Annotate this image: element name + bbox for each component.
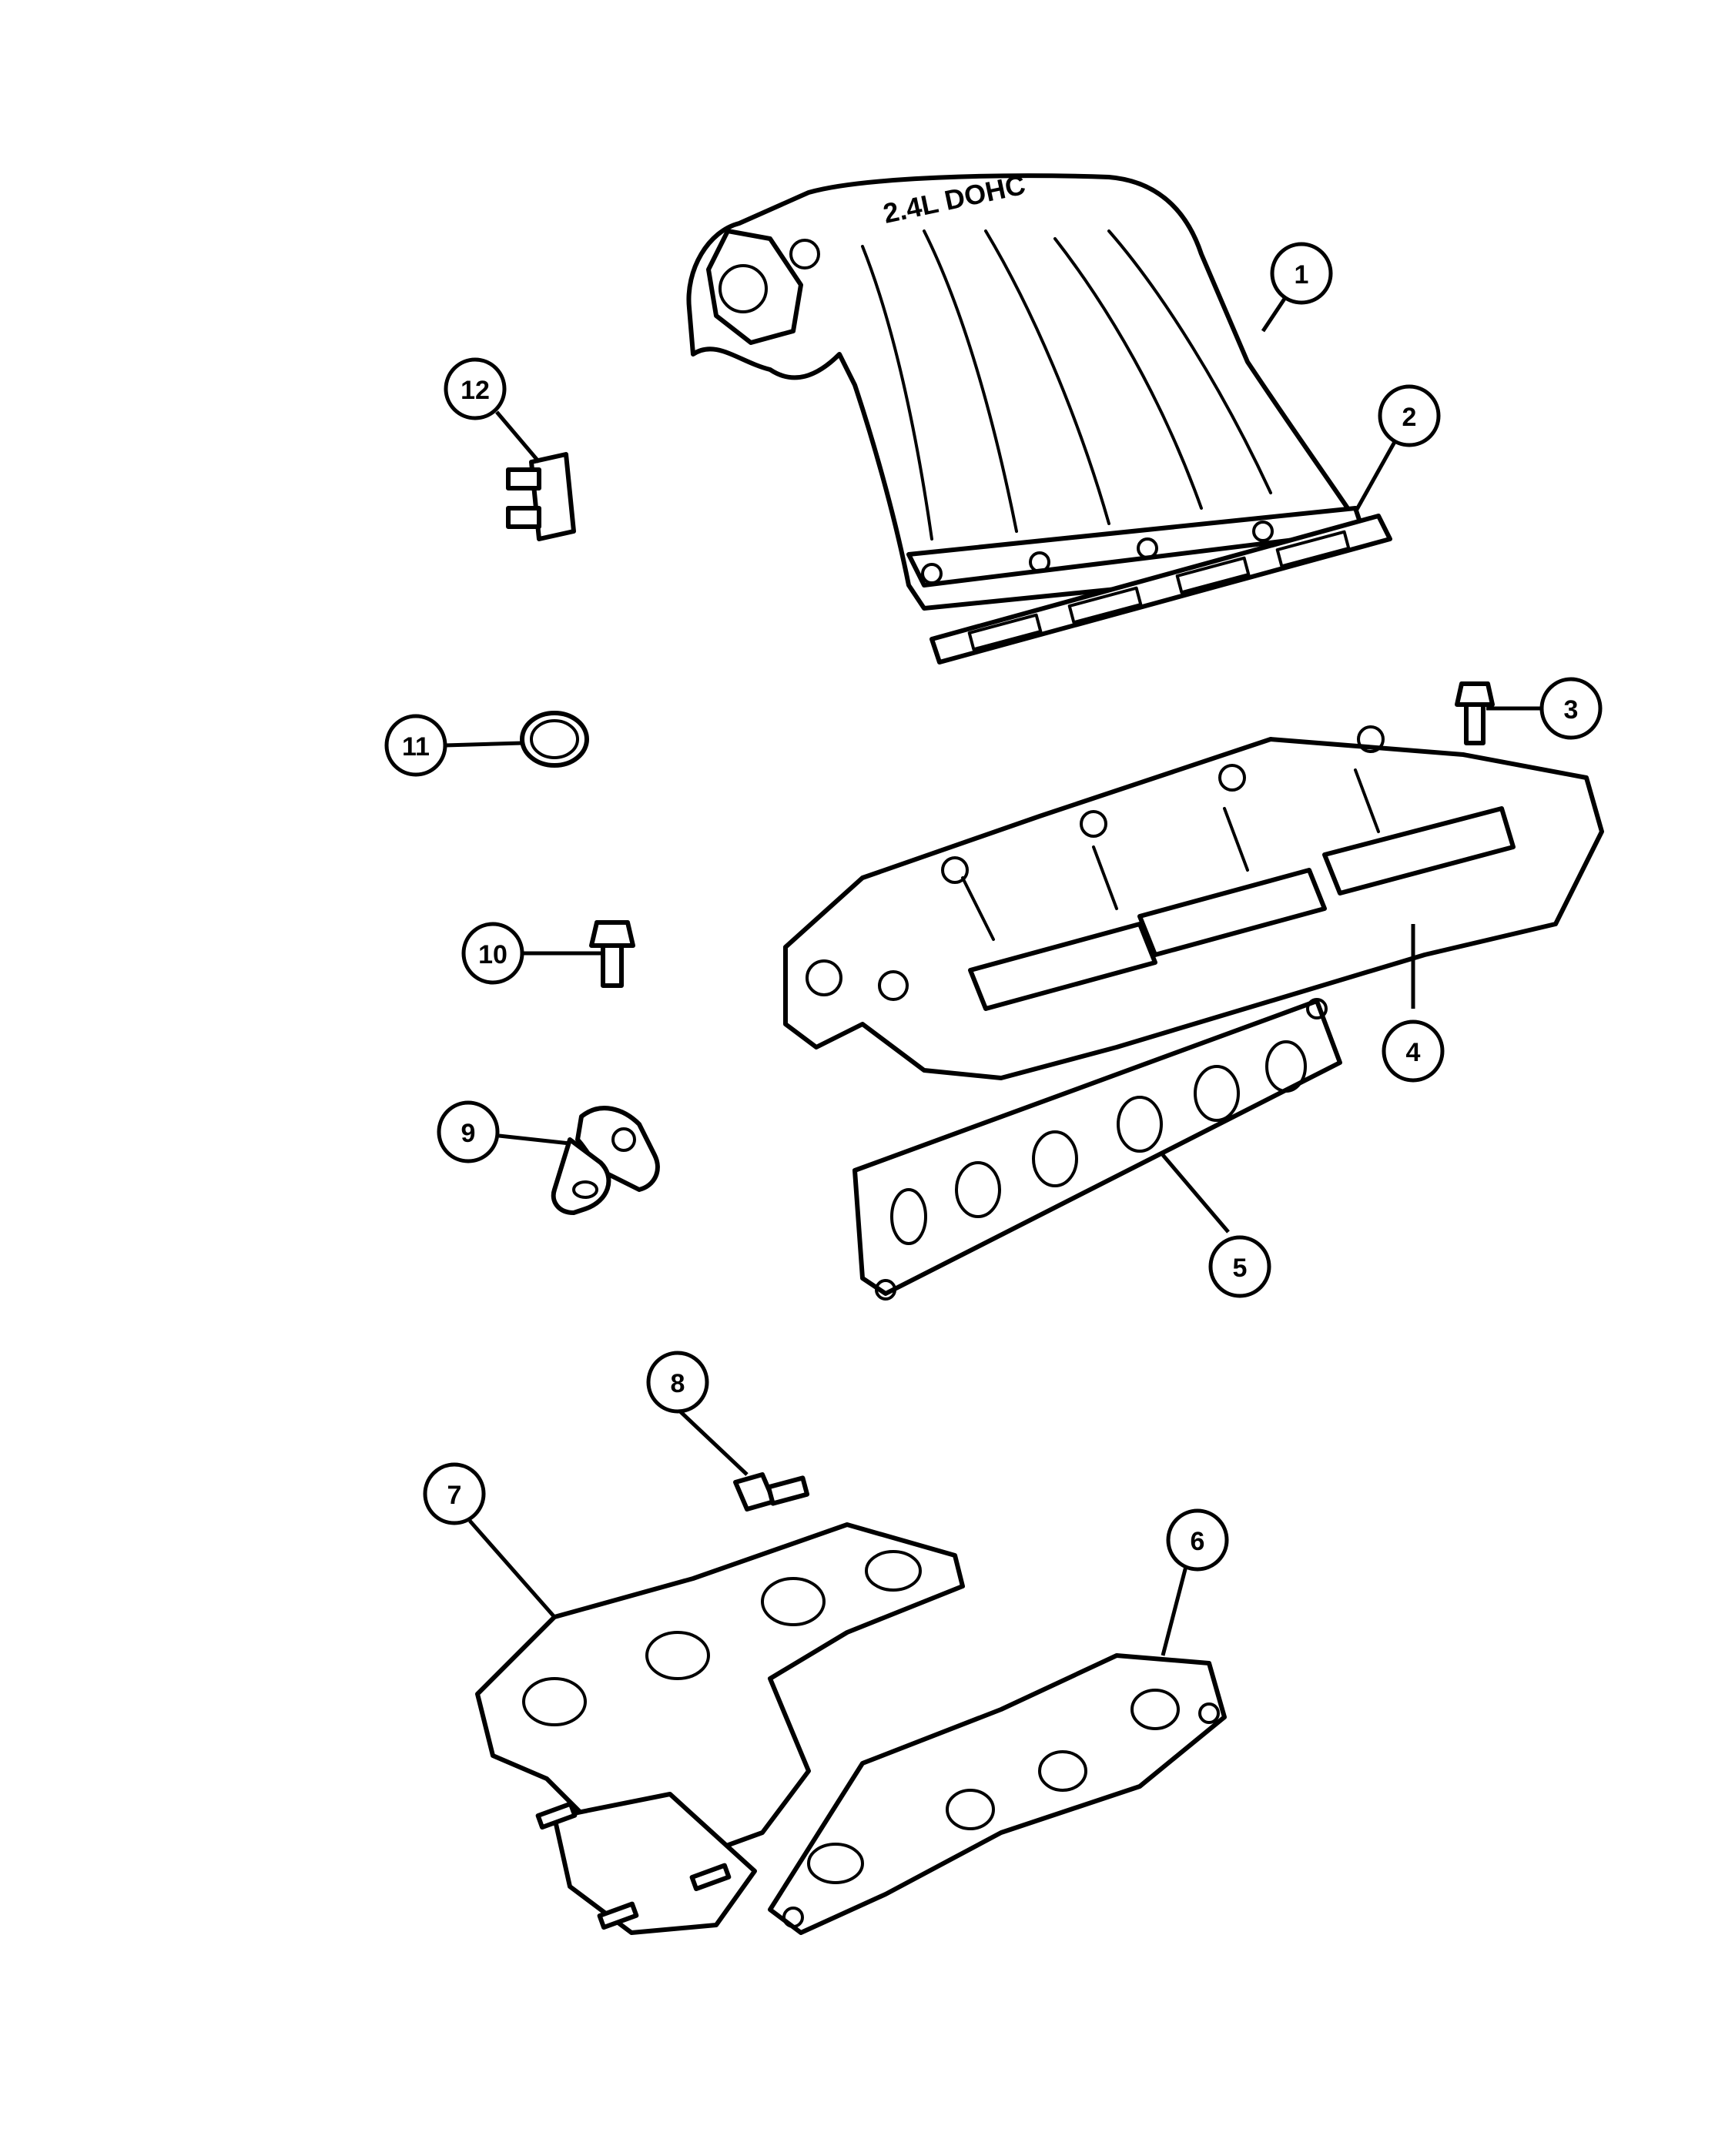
callout-1-label: 1 <box>1295 260 1309 290</box>
upper-manifold-gasket <box>929 514 1392 665</box>
o-ring <box>520 711 589 768</box>
manifold-bolt <box>1455 681 1495 745</box>
callout-9: 9 <box>437 1100 500 1163</box>
callout-4: 4 <box>1382 1019 1445 1083</box>
exhaust-manifold-gasket <box>768 1653 1227 1935</box>
lower-manifold-gasket <box>852 998 1342 1301</box>
callout-11: 11 <box>384 714 447 777</box>
sensor-valve <box>506 452 576 541</box>
callout-6-label: 6 <box>1191 1527 1205 1556</box>
callout-6: 6 <box>1166 1508 1229 1572</box>
exhaust-manifold <box>475 1522 965 1935</box>
callout-10-label: 10 <box>478 940 507 969</box>
callout-9-label: 9 <box>461 1119 476 1148</box>
lower-intake-manifold <box>783 725 1604 1080</box>
callout-3-label: 3 <box>1564 695 1579 725</box>
exhaust-bolt <box>733 1472 810 1512</box>
callout-5-label: 5 <box>1233 1254 1248 1283</box>
callout-8-label: 8 <box>671 1369 685 1398</box>
callout-7-label: 7 <box>447 1481 462 1510</box>
upper-intake-manifold: 2.4L DOHC <box>686 169 1365 611</box>
callout-8: 8 <box>646 1351 709 1414</box>
callout-2: 2 <box>1378 384 1441 447</box>
callout-1: 1 <box>1270 242 1333 305</box>
leader-lines <box>444 272 1540 1656</box>
callout-2-label: 2 <box>1402 403 1417 432</box>
bracket-bolt <box>589 920 635 988</box>
callout-10: 10 <box>461 922 524 985</box>
callout-3: 3 <box>1539 677 1603 740</box>
callout-12-label: 12 <box>461 376 490 405</box>
callout-12: 12 <box>444 357 507 420</box>
callout-4-label: 4 <box>1406 1038 1421 1067</box>
bracket <box>551 1106 660 1215</box>
callout-7: 7 <box>423 1462 486 1525</box>
callout-5: 5 <box>1208 1235 1271 1298</box>
callout-11-label: 11 <box>402 732 430 762</box>
